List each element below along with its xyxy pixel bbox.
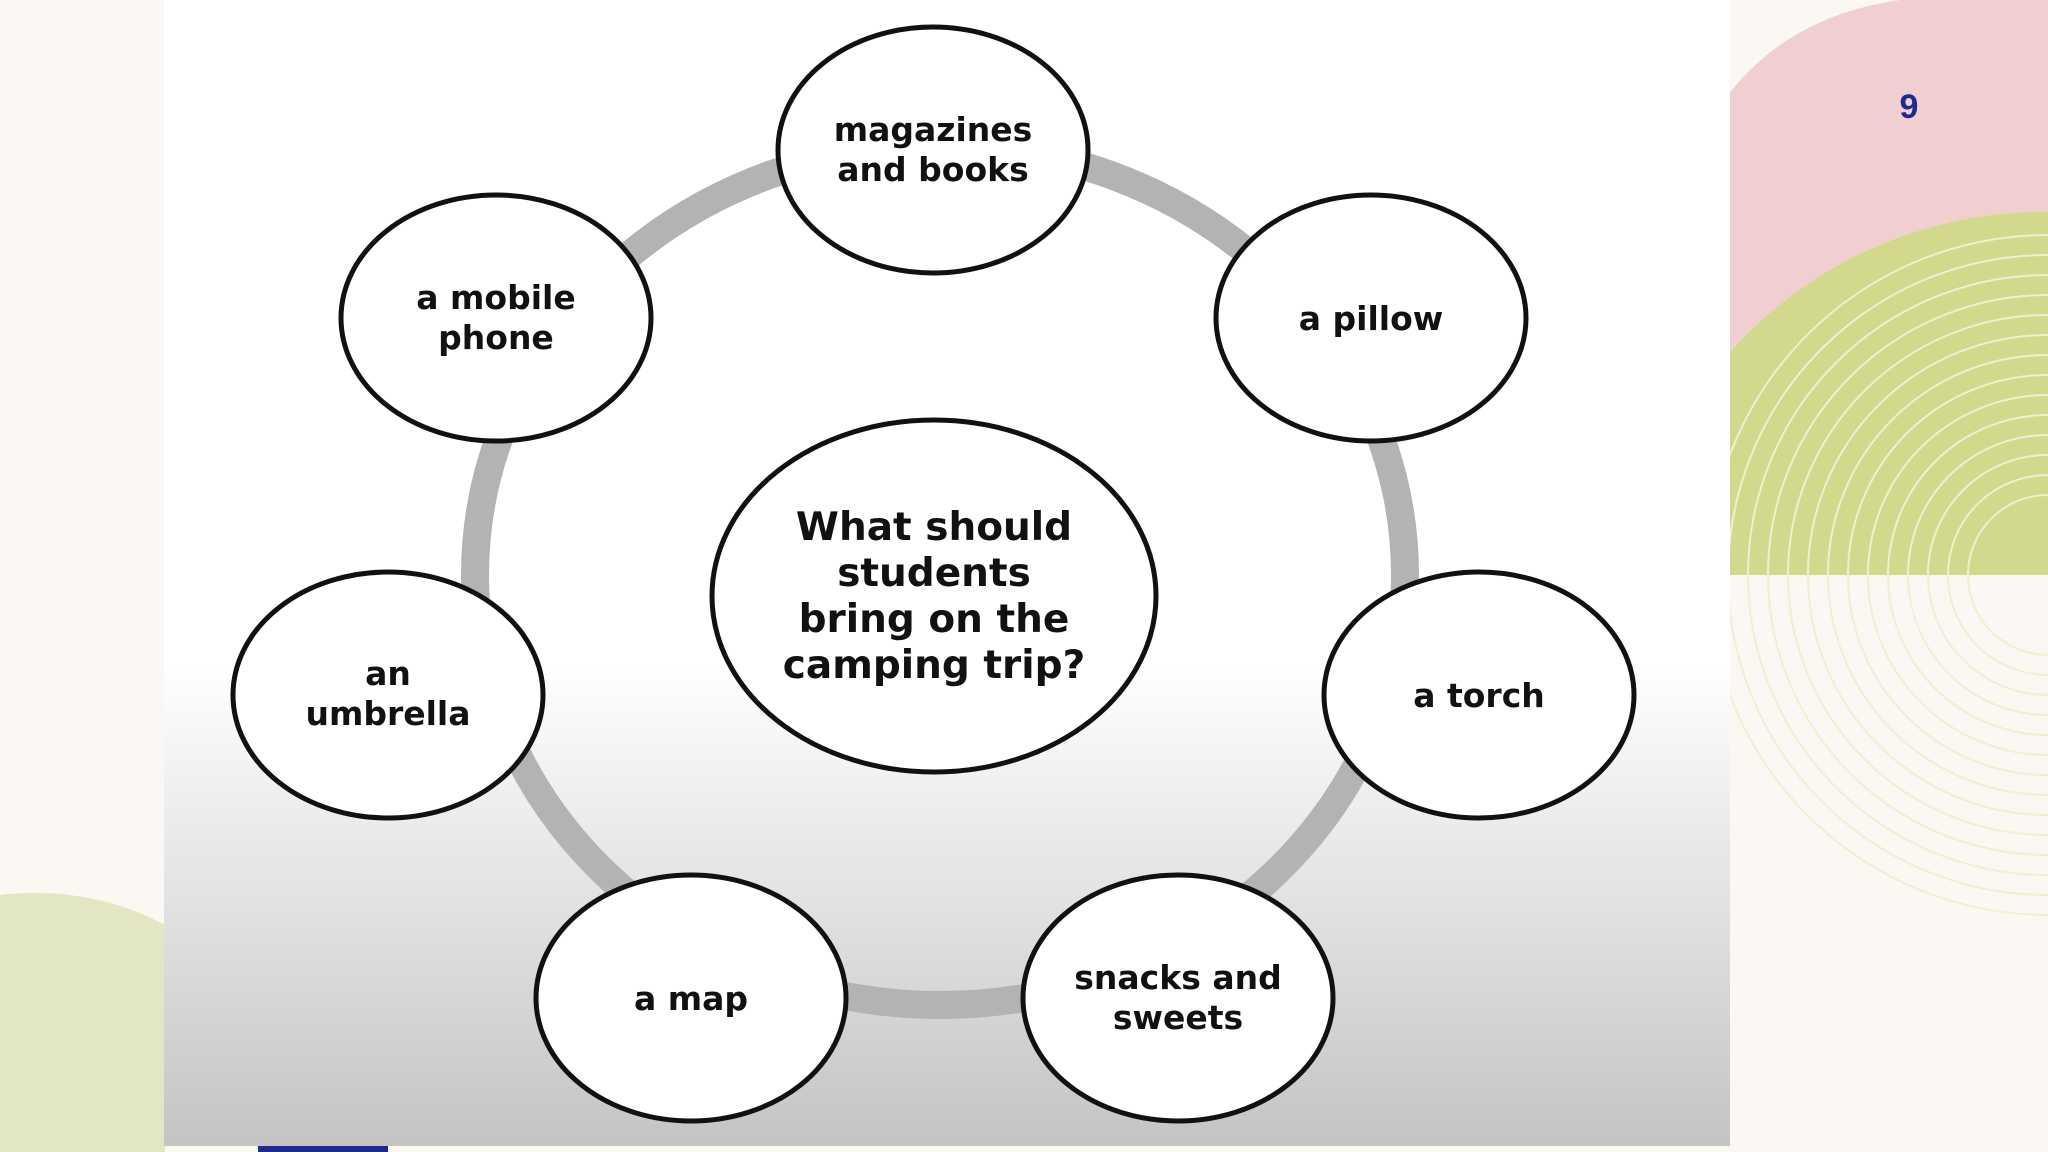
item-label: and books xyxy=(837,150,1028,189)
camping-trip-diagram: What should students bring on the campin… xyxy=(164,0,1730,1146)
item-label: snacks and xyxy=(1074,958,1281,997)
item-label: a mobile xyxy=(416,278,575,317)
item-magazines-and-books: magazines and books xyxy=(775,24,1091,276)
item-a-pillow: a pillow xyxy=(1213,192,1529,444)
center-question-line: bring on the xyxy=(799,597,1070,642)
item-a-map: a map xyxy=(533,872,849,1124)
item-label: magazines xyxy=(834,110,1033,149)
center-question-line: camping trip? xyxy=(783,643,1085,688)
green-blob-decoration xyxy=(0,893,165,1152)
item-an-umbrella: an umbrella xyxy=(230,569,546,821)
item-label: sweets xyxy=(1113,998,1243,1037)
center-question: What should students bring on the campin… xyxy=(709,417,1159,775)
item-label: a torch xyxy=(1413,676,1545,715)
footer-accent-bar xyxy=(258,1146,388,1152)
item-snacks-and-sweets: snacks and sweets xyxy=(1020,872,1336,1124)
item-label: umbrella xyxy=(305,694,470,733)
slide-number: 9 xyxy=(1899,88,1919,126)
item-a-mobile-phone: a mobile phone xyxy=(338,192,654,444)
item-label: phone xyxy=(438,318,554,357)
item-label: a map xyxy=(634,979,748,1018)
item-a-torch: a torch xyxy=(1321,569,1637,821)
center-question-line: What should xyxy=(796,505,1072,550)
item-label: a pillow xyxy=(1299,299,1443,338)
item-label: an xyxy=(365,654,411,693)
center-question-line: students xyxy=(837,551,1031,596)
